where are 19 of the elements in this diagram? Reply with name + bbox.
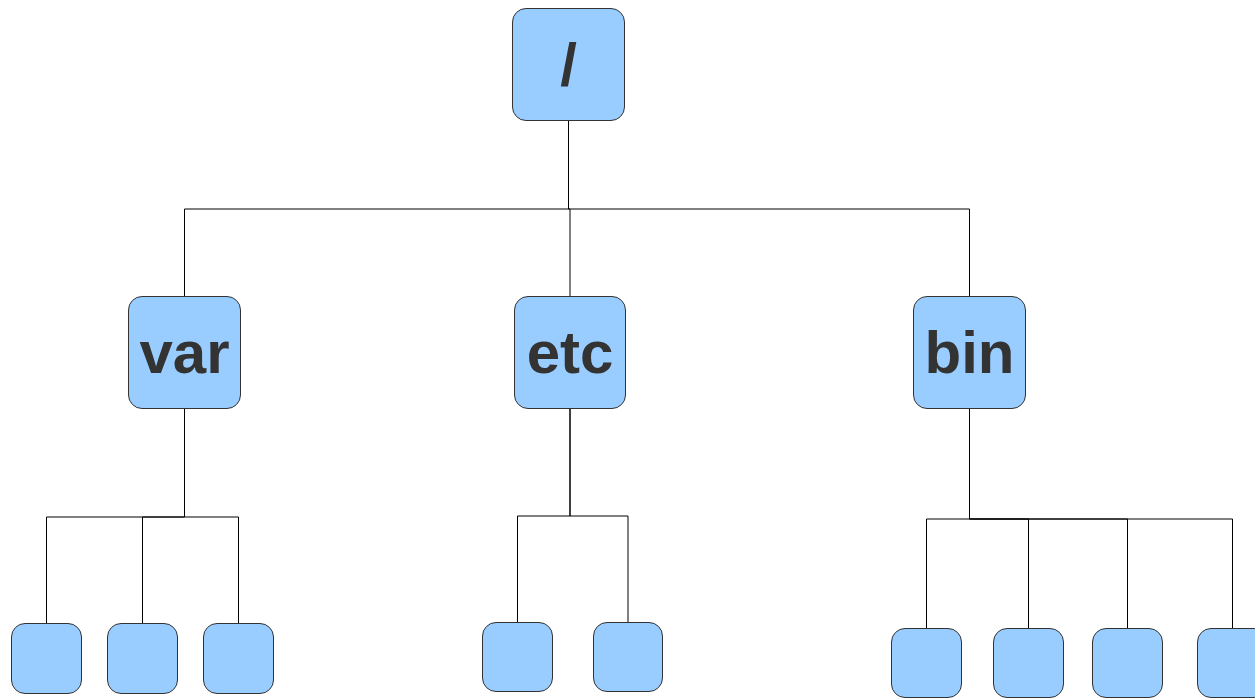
empty-box (891, 628, 962, 698)
directory-name: / (560, 34, 577, 95)
directory-box (514, 296, 626, 409)
connector-line (569, 408, 629, 623)
empty-box (11, 623, 82, 694)
directory-name: var (139, 322, 230, 383)
empty-box (107, 623, 178, 694)
empty-box (993, 628, 1064, 698)
connector-line (184, 408, 239, 624)
directory-box (128, 296, 241, 409)
directory-name: etc (526, 322, 614, 383)
empty-box (203, 623, 274, 694)
empty-box (1197, 628, 1255, 698)
empty-box (482, 622, 553, 692)
empty-box (593, 622, 663, 692)
directory-box (913, 296, 1026, 409)
directory-name: bin (924, 322, 1015, 383)
directory-box (512, 8, 625, 121)
empty-box (1092, 628, 1163, 698)
